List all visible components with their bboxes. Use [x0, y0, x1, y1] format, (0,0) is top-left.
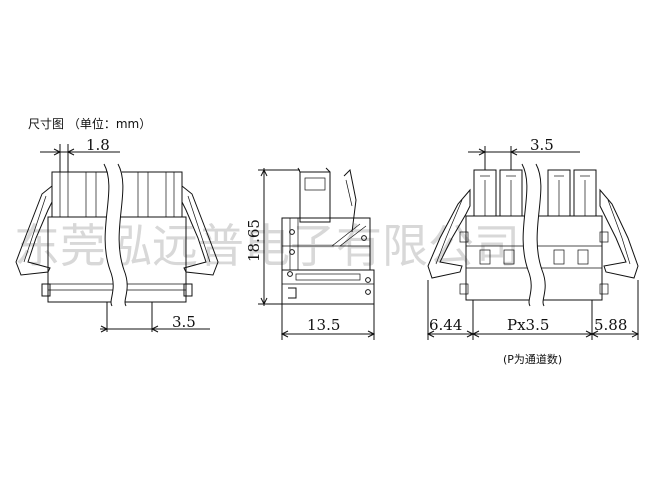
drawing-title: 尺寸图 （单位：mm） [28, 116, 151, 131]
watermark-text: 东莞泓远普电子有限公司 [14, 219, 520, 273]
front-view: 1.8 3.5 [15, 136, 219, 333]
dim-front-pin-pitch: 3.5 [172, 313, 196, 331]
dim-rear-right-offset: 5.88 [594, 316, 627, 334]
dim-rear-left-offset: 6.44 [429, 316, 462, 334]
dim-rear-pitch: 3.5 [530, 136, 554, 154]
rear-view: 3.5 6.44 Px3.5 5.88 (P为通道数) [426, 136, 640, 366]
dim-side-height: 18.65 [245, 219, 263, 262]
dim-front-pin-width: 1.8 [86, 136, 110, 154]
side-view: 18.65 13.5 [245, 167, 376, 340]
dim-rear-total: Px3.5 [507, 316, 549, 334]
channel-note: (P为通道数) [503, 352, 562, 366]
dim-side-depth: 13.5 [307, 316, 340, 334]
